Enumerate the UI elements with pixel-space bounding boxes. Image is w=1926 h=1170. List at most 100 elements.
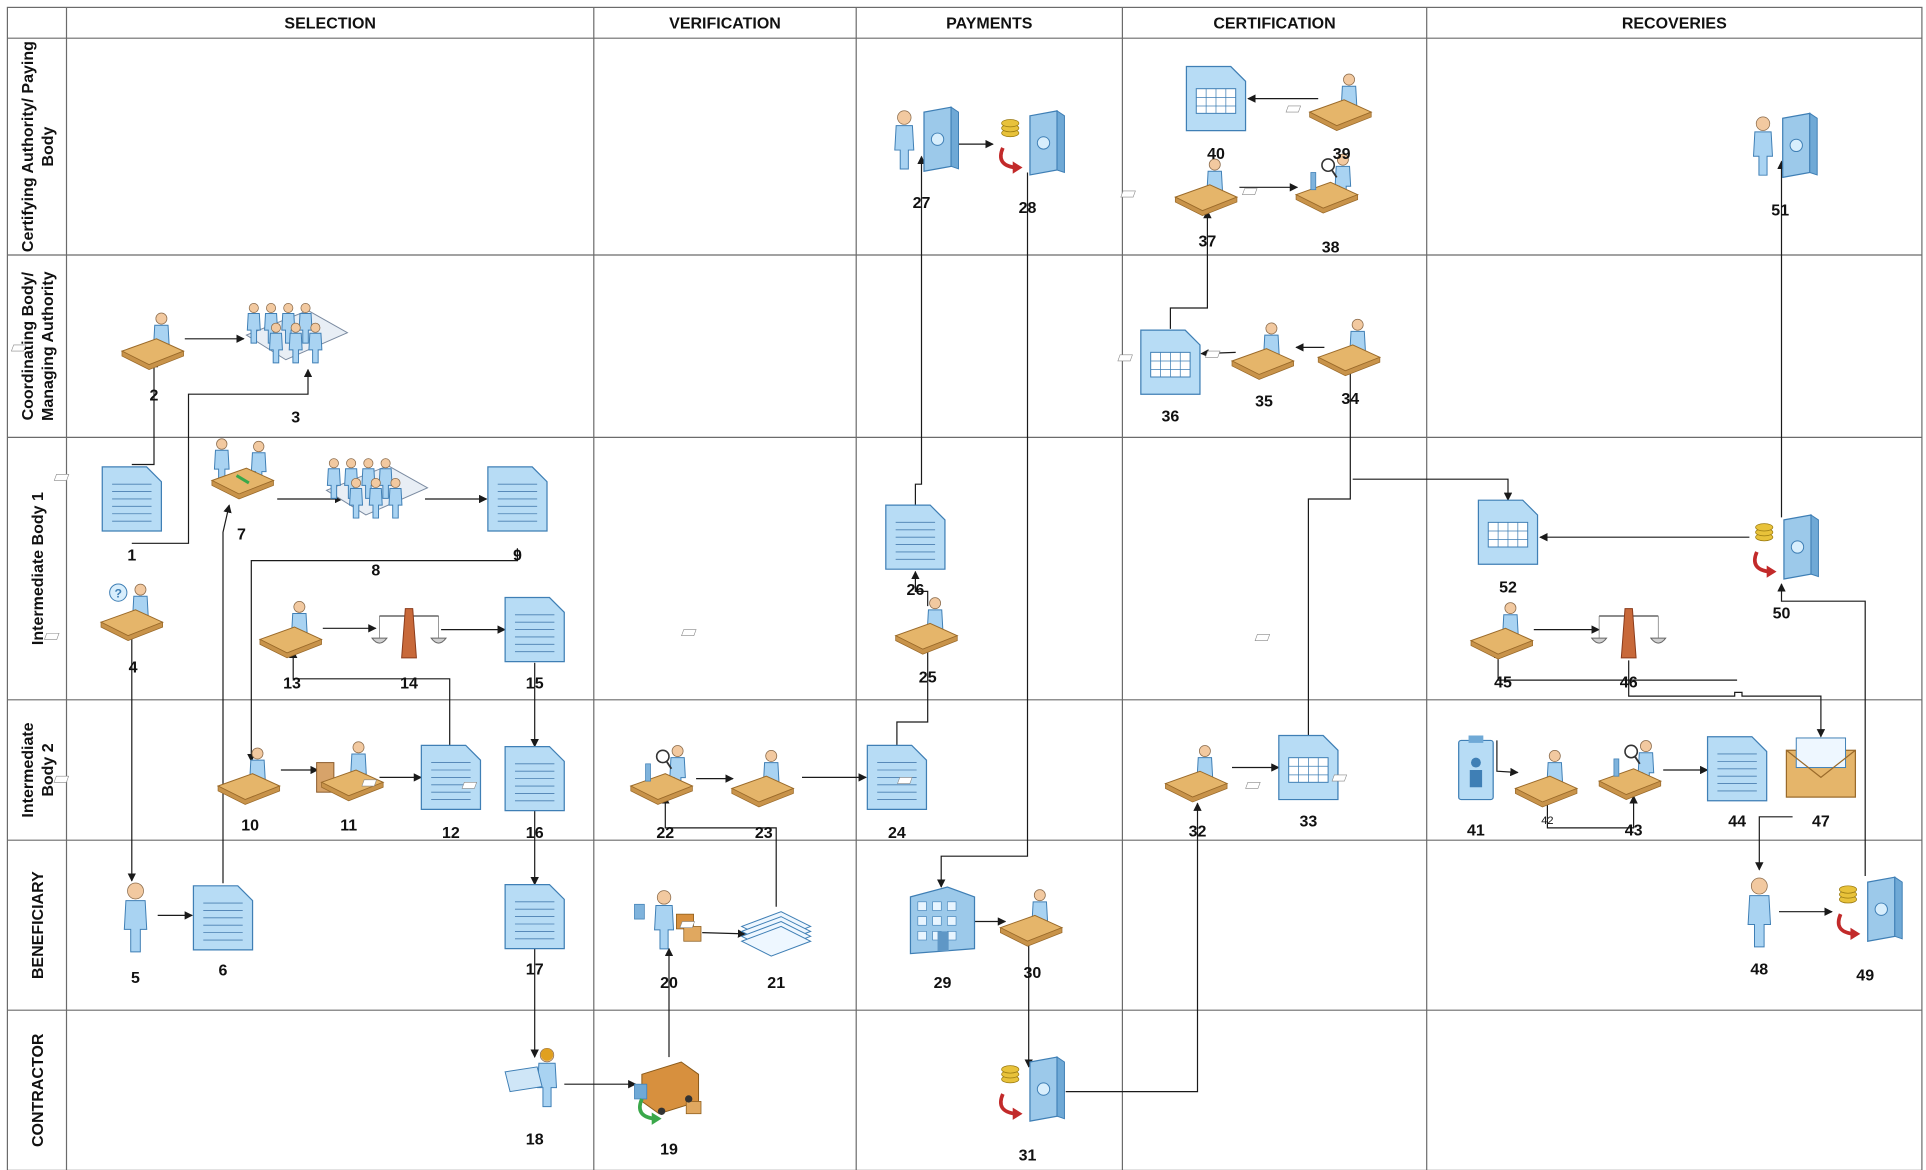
node-number: 13 [283, 676, 301, 693]
flow-arrow [1169, 209, 1212, 329]
flow-arrow [937, 172, 1029, 888]
person-at-desk-icon [1285, 73, 1373, 131]
node-number: 44 [1728, 814, 1746, 831]
node-number: 47 [1812, 814, 1830, 831]
flow-arrow [222, 504, 232, 884]
node-number: 40 [1207, 146, 1225, 163]
column-header-selection: SELECTION [284, 15, 376, 32]
process-node-16: 16 [504, 745, 565, 842]
safe-transfer-icon [999, 109, 1065, 176]
flow-arrow [911, 570, 929, 607]
document-icon [420, 744, 482, 811]
flow-arrow [1496, 740, 1519, 777]
flow-arrow [702, 929, 747, 938]
process-node-50: 50 [1752, 514, 1819, 623]
person-at-desk-question-icon: ? [99, 583, 164, 642]
column-header-recoveries: RECOVERIES [1622, 15, 1727, 32]
node-number: 7 [237, 527, 246, 544]
person-at-desk-icon [1205, 318, 1382, 377]
process-node-2: 2 [10, 312, 185, 404]
process-node-5: 5 [123, 882, 148, 987]
flow-arrow [1777, 583, 1866, 876]
process-node-31: 31 [999, 1056, 1065, 1165]
process-node-8: 8 [325, 458, 429, 579]
lane-coordinating-body: Coordinating Body/Managing Authority [20, 271, 57, 421]
swimlane-grid [6, 6, 1923, 1170]
spreadsheet-icon [1477, 499, 1539, 565]
node-number: 6 [219, 963, 228, 980]
node-number: 16 [526, 825, 544, 842]
spreadsheet-icon [1278, 734, 1339, 801]
node-number: 27 [913, 195, 931, 212]
process-node-6: 6 [192, 885, 254, 980]
column-header-verification: VERIFICATION [669, 15, 781, 32]
person-icon [1747, 877, 1772, 948]
flow-arrow [1755, 816, 1793, 871]
node-number: 51 [1771, 203, 1789, 220]
process-node-36: 36 [1140, 329, 1201, 425]
document-icon [504, 883, 565, 950]
node-number: 45 [1494, 675, 1512, 692]
meeting-icon [245, 303, 349, 364]
person-at-desk-icon [679, 889, 1064, 947]
node-number: 22 [656, 825, 674, 842]
process-node-4: ?4 [99, 583, 164, 677]
spreadsheet-icon [1185, 65, 1247, 132]
process-node-32: 32 [897, 745, 1229, 841]
node-number: 17 [526, 962, 544, 979]
lane-title-line: Certifying Authority/ Paying [20, 41, 37, 252]
flow-arrow [896, 642, 932, 746]
person-at-desk-icon [681, 597, 959, 655]
lane-title-line: Body 2 [40, 743, 57, 796]
process-node-12: 12 [420, 744, 482, 842]
flow-arrow [131, 368, 313, 544]
person-at-desk-chair-icon [53, 741, 385, 802]
node-number: 38 [1322, 240, 1340, 257]
safe-transfer-icon [999, 1056, 1065, 1122]
lane-title-line: Intermediate [20, 722, 37, 817]
process-node-42: 42 [1245, 750, 1579, 827]
process-node-7: 7 [53, 438, 275, 544]
process-node-19: 19 [634, 1061, 702, 1158]
scales-icon [1590, 608, 1667, 659]
flow-arrow [131, 358, 159, 466]
node-number: 35 [1255, 394, 1273, 411]
lane-title-line: CONTRACTOR [30, 1033, 47, 1147]
column-header-payments: PAYMENTS [946, 15, 1033, 32]
process-node-44: 44 [1706, 736, 1768, 831]
node-number: 41 [1467, 822, 1485, 839]
node-number: 25 [919, 670, 937, 687]
scales-icon [371, 608, 447, 659]
node-number: 1 [127, 548, 136, 565]
node-number: 18 [526, 1132, 544, 1149]
node-number: 37 [1199, 233, 1217, 250]
flow-arrow [247, 548, 518, 763]
document-icon [487, 466, 548, 532]
node-number: 23 [755, 825, 773, 842]
lane-title-line: Intermediate Body 1 [30, 492, 47, 645]
node-number: 48 [1750, 962, 1768, 979]
lane-title-line: Body [40, 126, 57, 166]
person-icon [123, 882, 148, 953]
node-number: 4 [129, 660, 138, 677]
person-at-desk-icon [44, 600, 323, 659]
process-node-18: 18 [504, 1047, 558, 1149]
document-icon [1706, 736, 1768, 802]
node-number: 31 [1019, 1148, 1037, 1165]
flow-arrow [1628, 660, 1826, 738]
process-node-21: 21 [740, 911, 812, 992]
envelope-icon [1785, 737, 1857, 798]
flow-arrow [1352, 478, 1513, 502]
inspector-at-desk-icon [1242, 153, 1359, 214]
safe-transfer-icon [1836, 876, 1903, 942]
person-at-desk-icon [10, 312, 185, 371]
process-node-51: 51 [1752, 112, 1818, 220]
spreadsheet-icon [1140, 329, 1201, 395]
process-node-17: 17 [504, 883, 565, 979]
process-node-35: 35 [1117, 322, 1295, 411]
process-node-24: 24 [866, 744, 928, 842]
node-number: 28 [1019, 200, 1037, 217]
lane-title-line: Coordinating Body/ [20, 271, 37, 420]
process-node-15: 15 [504, 596, 565, 693]
